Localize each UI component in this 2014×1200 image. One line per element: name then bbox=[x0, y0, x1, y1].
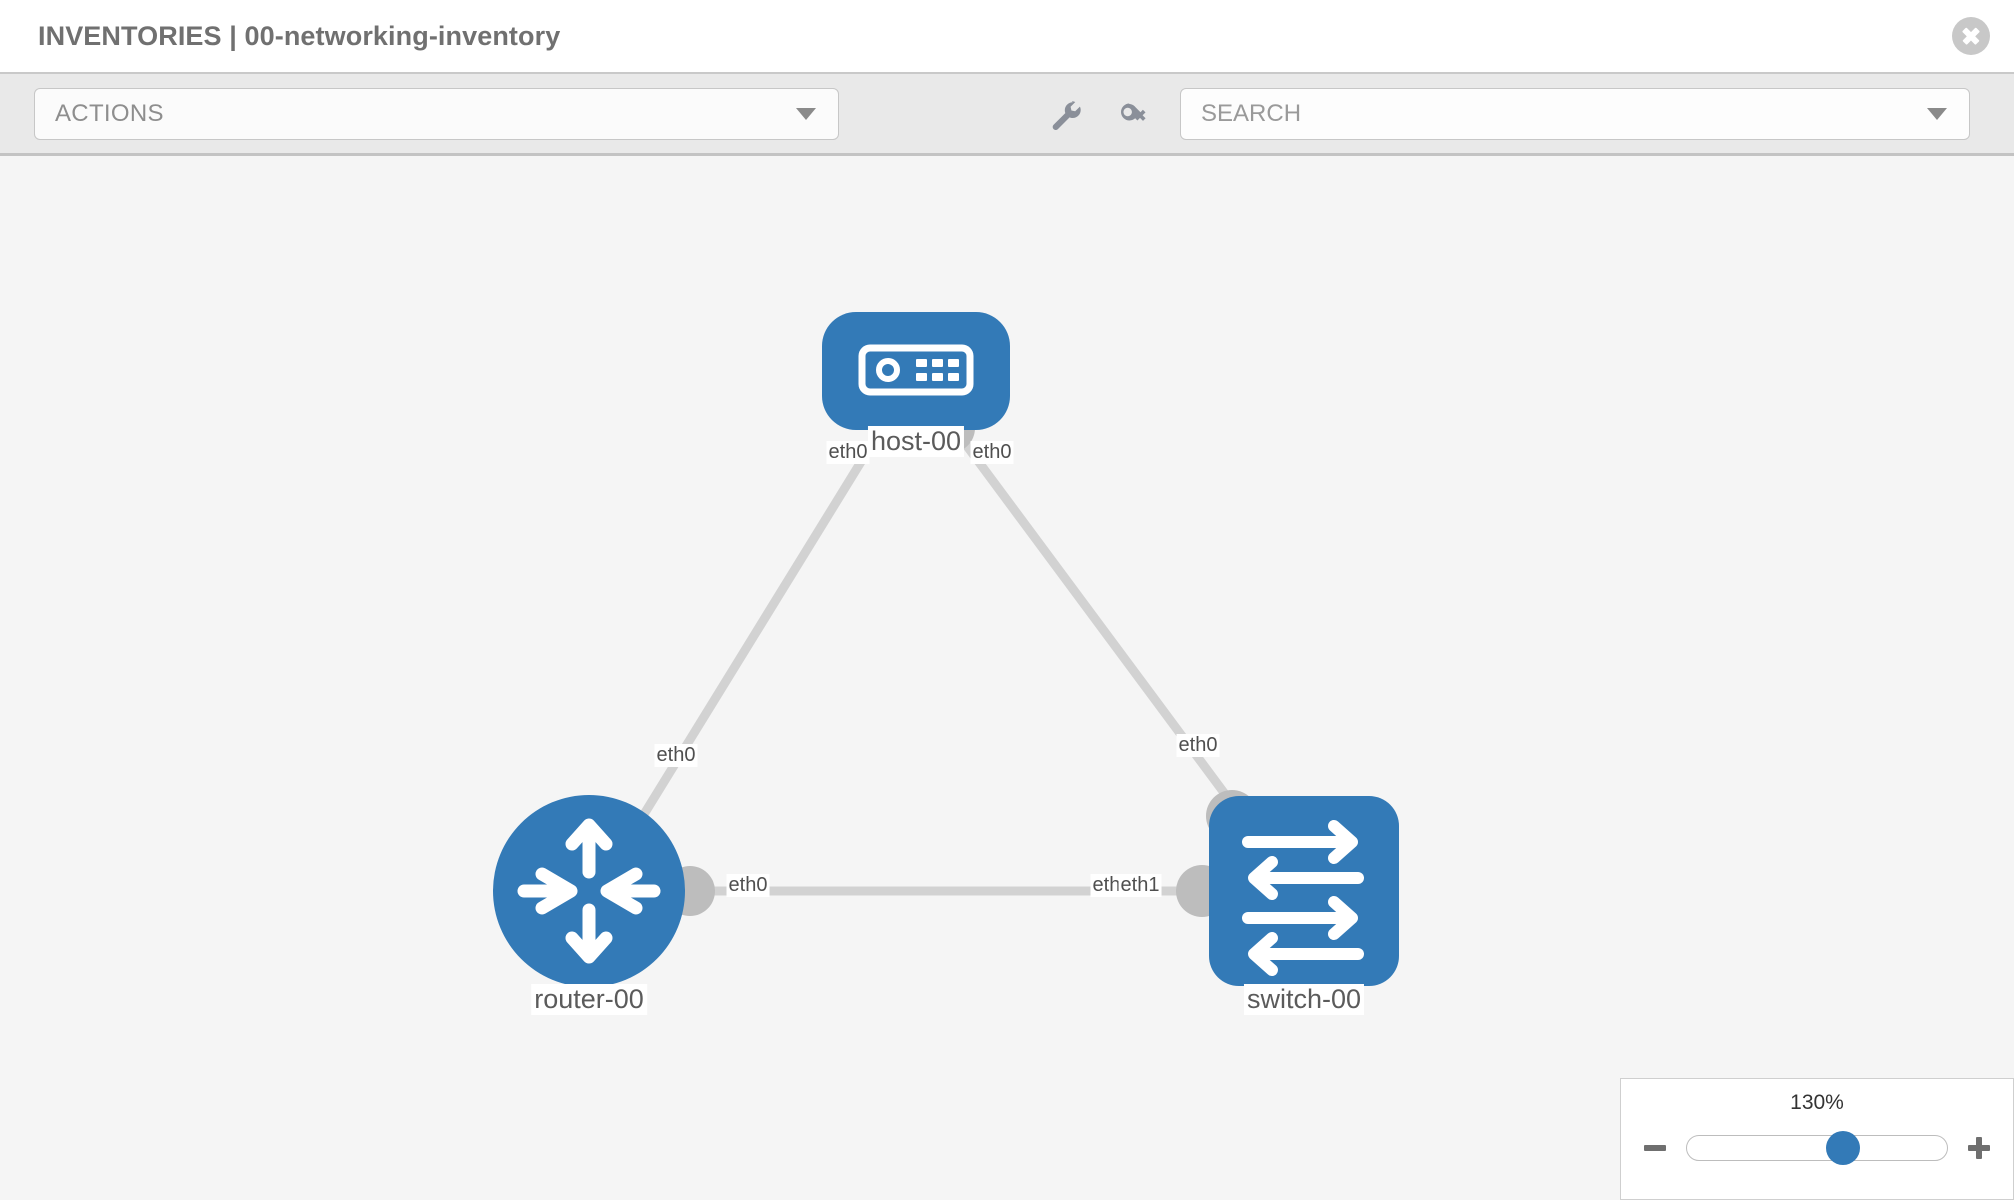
edge-host-switch bbox=[954, 431, 1249, 824]
node-label-router-00: router-00 bbox=[531, 984, 647, 1015]
chevron-down-icon bbox=[796, 108, 816, 120]
node-label-host-00: host-00 bbox=[867, 426, 965, 457]
zoom-in-button[interactable] bbox=[1966, 1135, 1992, 1161]
actions-dropdown[interactable]: ACTIONS bbox=[34, 88, 839, 140]
edge-label-router-switch-left: eth0 bbox=[726, 874, 770, 897]
edge-label-switch-host: eth0 bbox=[1176, 734, 1220, 757]
page-title: INVENTORIES | 00-networking-inventory bbox=[38, 20, 561, 51]
node-host-00 bbox=[822, 312, 1010, 430]
edge-label-host-right: eth0 bbox=[970, 441, 1014, 464]
actions-dropdown-label: ACTIONS bbox=[55, 100, 164, 127]
edge-label-router-host: eth0 bbox=[654, 744, 698, 767]
wrench-icon[interactable] bbox=[1046, 96, 1086, 136]
search-input[interactable] bbox=[1201, 100, 1901, 128]
edge-label-switch-eth1: eth1 bbox=[1118, 874, 1162, 897]
close-icon[interactable] bbox=[1952, 17, 1990, 55]
window-header: INVENTORIES | 00-networking-inventory bbox=[0, 0, 2014, 72]
zoom-slider-thumb[interactable] bbox=[1826, 1131, 1860, 1165]
toolbar: ACTIONS bbox=[0, 72, 2014, 156]
edge-label-host-left: eth0 bbox=[826, 441, 870, 464]
connector-nub-layer bbox=[665, 403, 1258, 917]
node-switch-00 bbox=[1209, 796, 1399, 986]
topology-canvas[interactable]: host-00 router-00 switch-00 eth0 eth0 et… bbox=[0, 156, 2014, 1200]
zoom-out-button[interactable] bbox=[1642, 1135, 1668, 1161]
zoom-level-value: 130% bbox=[1790, 1091, 1844, 1114]
zoom-control-panel: 130% bbox=[1620, 1078, 2014, 1200]
topology-graph bbox=[493, 312, 1399, 987]
chevron-down-icon[interactable] bbox=[1927, 108, 1947, 120]
key-icon[interactable] bbox=[1114, 96, 1154, 136]
node-router-00 bbox=[493, 795, 685, 987]
edge-layer bbox=[634, 428, 1249, 896]
zoom-slider-track[interactable] bbox=[1686, 1131, 1948, 1165]
search-box[interactable] bbox=[1180, 88, 1970, 140]
node-label-switch-00: switch-00 bbox=[1243, 984, 1365, 1015]
